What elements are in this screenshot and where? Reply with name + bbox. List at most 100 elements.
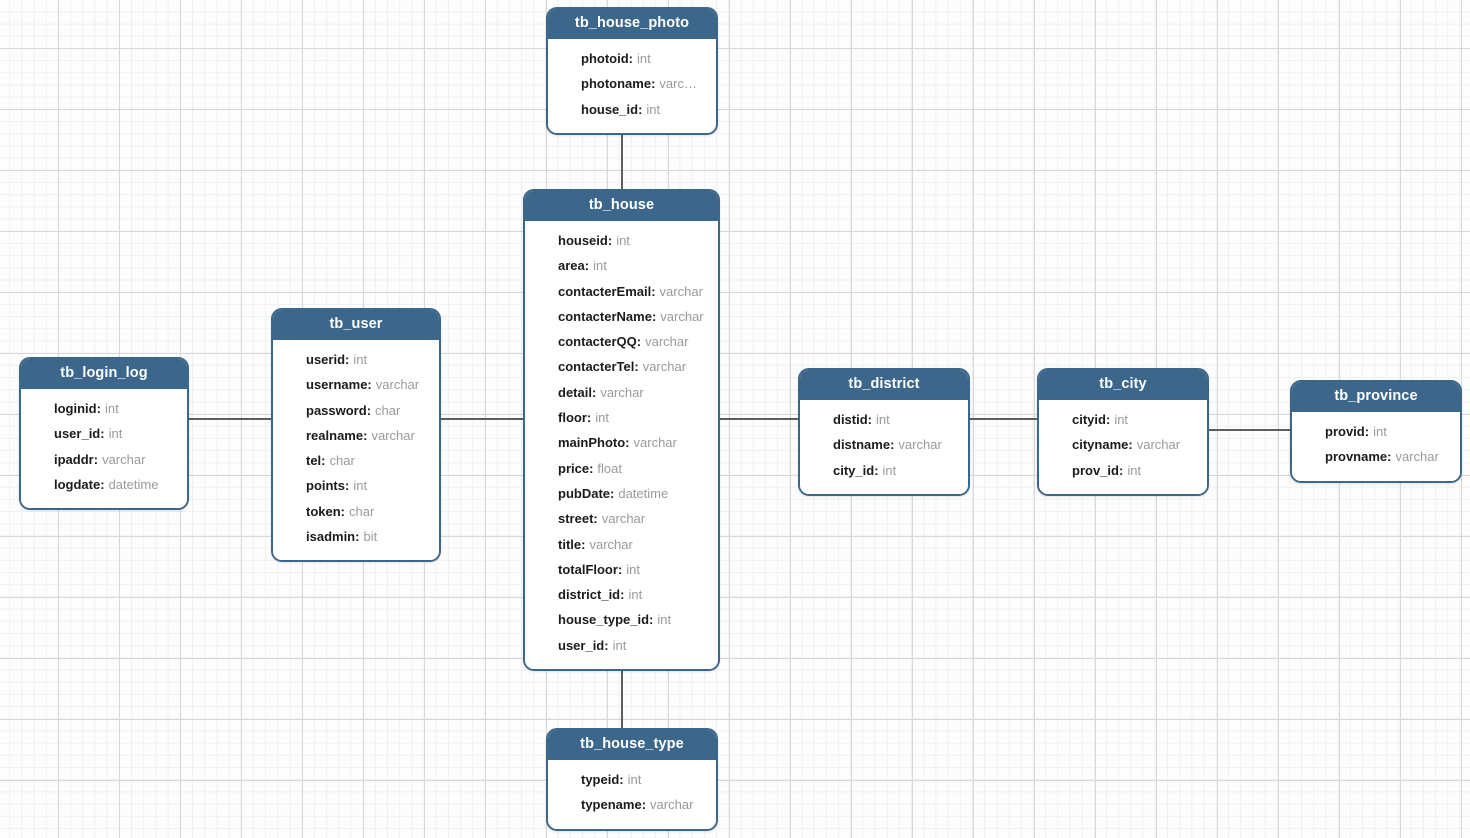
field-row[interactable]: contacterQQ:varchar [525, 329, 718, 354]
field-row[interactable]: password:char [273, 398, 439, 423]
connector-house-to-house-type[interactable] [621, 666, 623, 729]
field-colon: : [651, 76, 656, 92]
connector-login-log-to-user[interactable] [189, 418, 272, 420]
field-row[interactable]: loginid:int [21, 396, 187, 421]
field-row[interactable]: isadmin:bit [273, 524, 439, 549]
entity-title-tb_login_log[interactable]: tb_login_log [21, 359, 187, 389]
field-row[interactable]: username:varchar [273, 372, 439, 397]
field-type: char [375, 402, 401, 418]
entity-title-tb_city[interactable]: tb_city [1039, 370, 1207, 400]
field-name: contacterQQ [558, 334, 637, 350]
field-name: photoname [581, 76, 652, 92]
field-colon: : [367, 377, 372, 393]
field-row[interactable]: district_id:int [525, 582, 718, 607]
entity-title-tb_house_type[interactable]: tb_house_type [548, 730, 716, 760]
field-row[interactable]: prov_id:int [1039, 458, 1207, 483]
field-row[interactable]: ipaddr:varchar [21, 447, 187, 472]
field-row[interactable]: distid:int [800, 407, 968, 432]
field-row[interactable]: user_id:int [525, 633, 718, 658]
field-colon: : [1105, 412, 1111, 427]
field-colon: : [355, 529, 360, 545]
field-name: area [558, 258, 585, 274]
field-name: cityid [1072, 412, 1106, 427]
entity-title-tb_province[interactable]: tb_province [1292, 382, 1460, 412]
field-row[interactable]: totalFloor:int [525, 557, 718, 582]
field-row[interactable]: tel:char [273, 448, 439, 473]
field-row[interactable]: street:varchar [525, 506, 718, 531]
field-name: typename [581, 797, 642, 813]
field-name: user_id [54, 426, 101, 442]
field-row[interactable]: user_id:int [21, 421, 187, 446]
field-name: photoid [581, 51, 629, 66]
field-row[interactable]: points:int [273, 473, 439, 498]
field-row[interactable]: area:int [525, 253, 718, 278]
connector-city-to-province[interactable] [1208, 429, 1291, 431]
field-colon: : [604, 637, 609, 653]
connector-district-to-city[interactable] [969, 418, 1038, 420]
field-row[interactable]: token:char [273, 499, 439, 524]
field-row[interactable]: realname:varchar [273, 423, 439, 448]
connector-house-to-district[interactable] [719, 418, 799, 420]
field-row[interactable]: city_id:int [800, 458, 968, 483]
field-colon: : [636, 334, 642, 350]
field-row[interactable]: contacterEmail:varchar [525, 279, 718, 304]
field-row[interactable]: userid:int [273, 347, 439, 372]
field-row[interactable]: distname:varchar [800, 432, 968, 457]
entity-title-tb_house_photo[interactable]: tb_house_photo [548, 9, 716, 39]
field-name: contacterTel [558, 359, 635, 375]
field-row[interactable]: contacterTel:varchar [525, 354, 718, 379]
field-row[interactable]: photoid:int [548, 46, 716, 71]
field-row[interactable]: houseid:int [525, 228, 718, 253]
field-row[interactable]: title:varchar [525, 532, 718, 557]
field-name: contacterName [558, 308, 652, 324]
field-row[interactable]: logdate:datetime [21, 472, 187, 497]
entity-title-tb_user[interactable]: tb_user [273, 310, 439, 340]
field-name: city_id [833, 462, 875, 478]
field-name: tel [306, 453, 322, 469]
field-type: varc… [659, 76, 697, 92]
field-row[interactable]: typename:varchar [548, 792, 716, 817]
entity-title-tb_district[interactable]: tb_district [800, 370, 968, 400]
field-row[interactable]: typeid:int [548, 767, 716, 792]
field-name: pubDate [558, 485, 610, 501]
field-name: prov_id [1072, 462, 1119, 478]
field-row[interactable]: house_id:int [548, 97, 716, 122]
field-row[interactable]: cityname:varchar [1039, 432, 1207, 457]
connector-house-photo-to-house[interactable] [621, 131, 623, 190]
field-colon: : [874, 462, 879, 478]
field-type: int [626, 561, 641, 577]
field-row[interactable]: mainPhoto:varchar [525, 430, 718, 455]
field-row[interactable]: cityid:int [1039, 407, 1207, 432]
field-row[interactable]: pubDate:datetime [525, 481, 718, 506]
field-row[interactable]: provname:varchar [1292, 444, 1460, 469]
entity-title-tb_house[interactable]: tb_house [525, 191, 718, 221]
field-row[interactable]: detail:varchar [525, 380, 718, 405]
field-name: street [558, 511, 594, 527]
field-colon: : [634, 359, 639, 375]
field-row[interactable]: price:float [525, 456, 718, 481]
field-colon: : [321, 453, 326, 469]
field-type: varchar [102, 451, 146, 467]
field-row[interactable]: provid:int [1292, 419, 1460, 444]
field-name: userid [306, 352, 346, 367]
field-type: int [882, 462, 897, 478]
connector-user-to-house[interactable] [441, 418, 524, 420]
field-row[interactable]: contacterName:varchar [525, 304, 718, 329]
field-row[interactable]: floor:int [525, 405, 718, 430]
field-row[interactable]: photoname:varc… [548, 71, 716, 96]
field-colon: : [1118, 462, 1124, 478]
field-name: realname [306, 427, 364, 443]
field-row[interactable]: house_type_id:int [525, 607, 718, 632]
